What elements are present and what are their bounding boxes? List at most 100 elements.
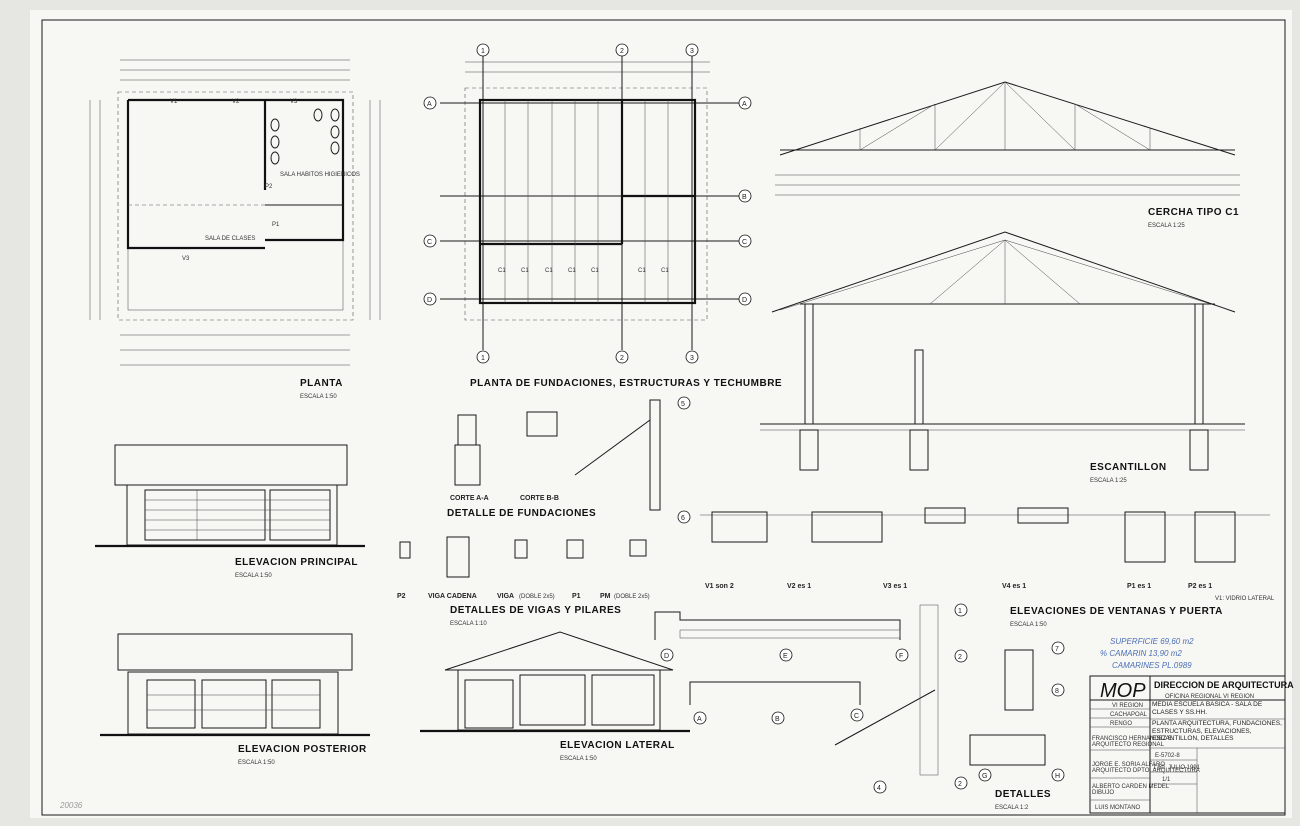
grid-label: A xyxy=(427,101,432,108)
fundaciones-title: PLANTA DE FUNDACIONES, ESTRUCTURAS Y TEC… xyxy=(470,378,782,389)
drawing-code: E-5702-8 xyxy=(1155,753,1180,759)
handwritten-note: % CAMARIN 13,90 m2 xyxy=(1100,649,1182,658)
detalles-vigas-scale: ESCALA 1:10 xyxy=(450,621,487,627)
escantillon-title: ESCANTILLON xyxy=(1090,462,1167,473)
project-name: MEDIA ESCUELA BASICA - SALA DE CLASES Y … xyxy=(1152,701,1263,716)
rafter-label: C1 xyxy=(545,268,553,274)
marker-label: 1 xyxy=(958,608,962,615)
org-name: DIRECCION DE ARQUITECTURA xyxy=(1154,680,1294,690)
detail-marker: 6 xyxy=(681,515,685,522)
window-elevation-label: V1 son 2 xyxy=(705,583,734,590)
marker-label: 2 xyxy=(958,781,962,788)
door-elevation-label: P2 es 1 xyxy=(1188,583,1212,590)
grid-label: 2 xyxy=(620,355,624,362)
detalles-scale: ESCALA 1:2 xyxy=(995,805,1029,811)
elevacion-principal-title: ELEVACION PRINCIPAL xyxy=(235,557,358,568)
room-label: SALA HABITOS HIGIENICOS xyxy=(280,172,360,178)
door-label: P2 xyxy=(265,184,273,190)
marker-label: F xyxy=(899,653,903,660)
marker-label: 8 xyxy=(1055,688,1059,695)
person-name: JORGE E. SORIA ALFARO xyxy=(1092,762,1165,768)
detail-note: (DOBLE 2x5) xyxy=(519,594,555,600)
grid-label: C xyxy=(742,239,747,246)
corner-note: 20036 xyxy=(59,801,83,810)
window-label: V3 xyxy=(182,256,190,262)
marker-label: B xyxy=(775,716,780,723)
sheet-number: 1/1 xyxy=(1162,777,1171,783)
window-label: V2 xyxy=(232,99,240,105)
detail-label: PM xyxy=(600,593,611,600)
elevacion-posterior-title: ELEVACION POSTERIOR xyxy=(238,744,367,755)
date-value: JULIO 1991 xyxy=(1168,765,1201,771)
cercha-truss-view: CERCHA TIPO C1 ESCALA 1:25 xyxy=(775,81,1240,229)
elevacion-principal-view: ELEVACION PRINCIPAL ESCALA 1:50 xyxy=(95,444,365,579)
window-elevation-label: V4 es 1 xyxy=(1002,583,1026,590)
elevacion-lateral-title: ELEVACION LATERAL xyxy=(560,740,675,751)
scale-value: 1:50 xyxy=(1153,765,1165,771)
room-label: SALA DE CLASES xyxy=(205,236,255,242)
detail-label: VIGA xyxy=(497,593,514,600)
ventanas-title: ELEVACIONES DE VENTANAS Y PUERTA xyxy=(1010,606,1223,617)
handwritten-note: CAMARINES PL.0989 xyxy=(1112,661,1192,670)
rafter-label: C1 xyxy=(591,268,599,274)
planta-scale: ESCALA 1:50 xyxy=(300,394,337,400)
rafter-label: C1 xyxy=(638,268,646,274)
sheet-content: PLANTA ARQUITECTURA, FUNDACIONES, ESTRUC… xyxy=(1152,720,1282,742)
grid-label: 2 xyxy=(620,48,624,55)
handwritten-notes: SUPERFICIE 69,60 m2 % CAMARIN 13,90 m2 C… xyxy=(1100,637,1194,670)
marker-label: 7 xyxy=(1055,646,1059,653)
elevacion-posterior-scale: ESCALA 1:50 xyxy=(238,760,275,766)
grid-label: 3 xyxy=(690,355,694,362)
detail-label: VIGA CADENA xyxy=(428,593,477,600)
cercha-scale: ESCALA 1:25 xyxy=(1148,223,1185,229)
detail-markers: A B C D E F G H 1 2 2 4 7 8 xyxy=(660,603,1065,794)
detalles-title: DETALLES xyxy=(995,789,1051,800)
corte-bb-label: CORTE B-B xyxy=(520,495,559,502)
region-value: VI REGION xyxy=(1112,703,1143,709)
grid-label: D xyxy=(742,297,747,304)
grid-label: C xyxy=(427,239,432,246)
detalles-view: A B C D E F G H 1 2 2 4 7 8 DETALLES ESC… xyxy=(654,603,1065,811)
escantillon-scale: ESCALA 1:25 xyxy=(1090,478,1127,484)
window-elevation-label: V2 es 1 xyxy=(787,583,811,590)
marker-label: E xyxy=(783,653,788,660)
cercha-title: CERCHA TIPO C1 xyxy=(1148,207,1239,218)
marker-label: 2 xyxy=(958,654,962,661)
grid-label: 1 xyxy=(481,355,485,362)
escantillon-section-view: ESCANTILLON ESCALA 1:25 xyxy=(760,231,1245,484)
detail-note: (DOBLE 2x5) xyxy=(614,594,650,600)
person-role: ARQUITECTO DPTO. ARQUITECTURA xyxy=(1092,768,1200,774)
window-elevation-label: V3 es 1 xyxy=(883,583,907,590)
ventanas-puerta-view: V1 son 2 V2 es 1 V3 es 1 V4 es 1 P1 es 1… xyxy=(700,507,1275,628)
mop-logo: MOP xyxy=(1100,680,1146,702)
rafter-label: C1 xyxy=(498,268,506,274)
title-block: MOP DIRECCION DE ARQUITECTURA OFICINA RE… xyxy=(1089,675,1294,814)
door-label: P1 xyxy=(272,222,280,228)
sheet-border xyxy=(41,19,1286,816)
elevacion-principal-scale: ESCALA 1:50 xyxy=(235,573,272,579)
detalle-fundaciones-view: 5 6 CORTE A-A CORTE B-B DETALLE DE FUNDA… xyxy=(447,396,691,524)
grid-label: 3 xyxy=(690,48,694,55)
grid-label: 1 xyxy=(481,48,485,55)
marker-label: G xyxy=(982,773,987,780)
fundaciones-plan-view: C1 C1 C1 C1 C1 C1 C1 A A B C C D D 1 2 3… xyxy=(423,43,782,389)
detalles-vigas-pilares-view: P2 VIGA CADENA VIGA (DOBLE 2x5) P1 PM (D… xyxy=(397,536,650,627)
person-name: LUIS MONTANO xyxy=(1095,805,1141,811)
person-role: ARQUITECTO REGIONAL xyxy=(1092,742,1165,748)
person-name: FRANCISCO HERNANDEZ E. xyxy=(1092,736,1174,742)
marker-label: H xyxy=(1055,773,1060,780)
handwritten-note: SUPERFICIE 69,60 m2 xyxy=(1110,637,1194,646)
detalles-vigas-title: DETALLES DE VIGAS Y PILARES xyxy=(450,605,621,616)
person-role: DIBUJO xyxy=(1092,790,1114,796)
detail-label: P1 xyxy=(572,593,581,600)
window-note: V1: VIDRIO LATERAL xyxy=(1215,596,1275,602)
person-name: ALBERTO CARDEN MEDEL xyxy=(1092,784,1170,790)
detalle-fundaciones-title: DETALLE DE FUNDACIONES xyxy=(447,508,596,519)
marker-label: 4 xyxy=(877,785,881,792)
marker-label: D xyxy=(664,653,669,660)
window-label: V1 xyxy=(170,99,178,105)
detail-label: P2 xyxy=(397,593,406,600)
rafter-label: C1 xyxy=(661,268,669,274)
rafter-label: C1 xyxy=(568,268,576,274)
detail-marker: 5 xyxy=(681,401,685,408)
